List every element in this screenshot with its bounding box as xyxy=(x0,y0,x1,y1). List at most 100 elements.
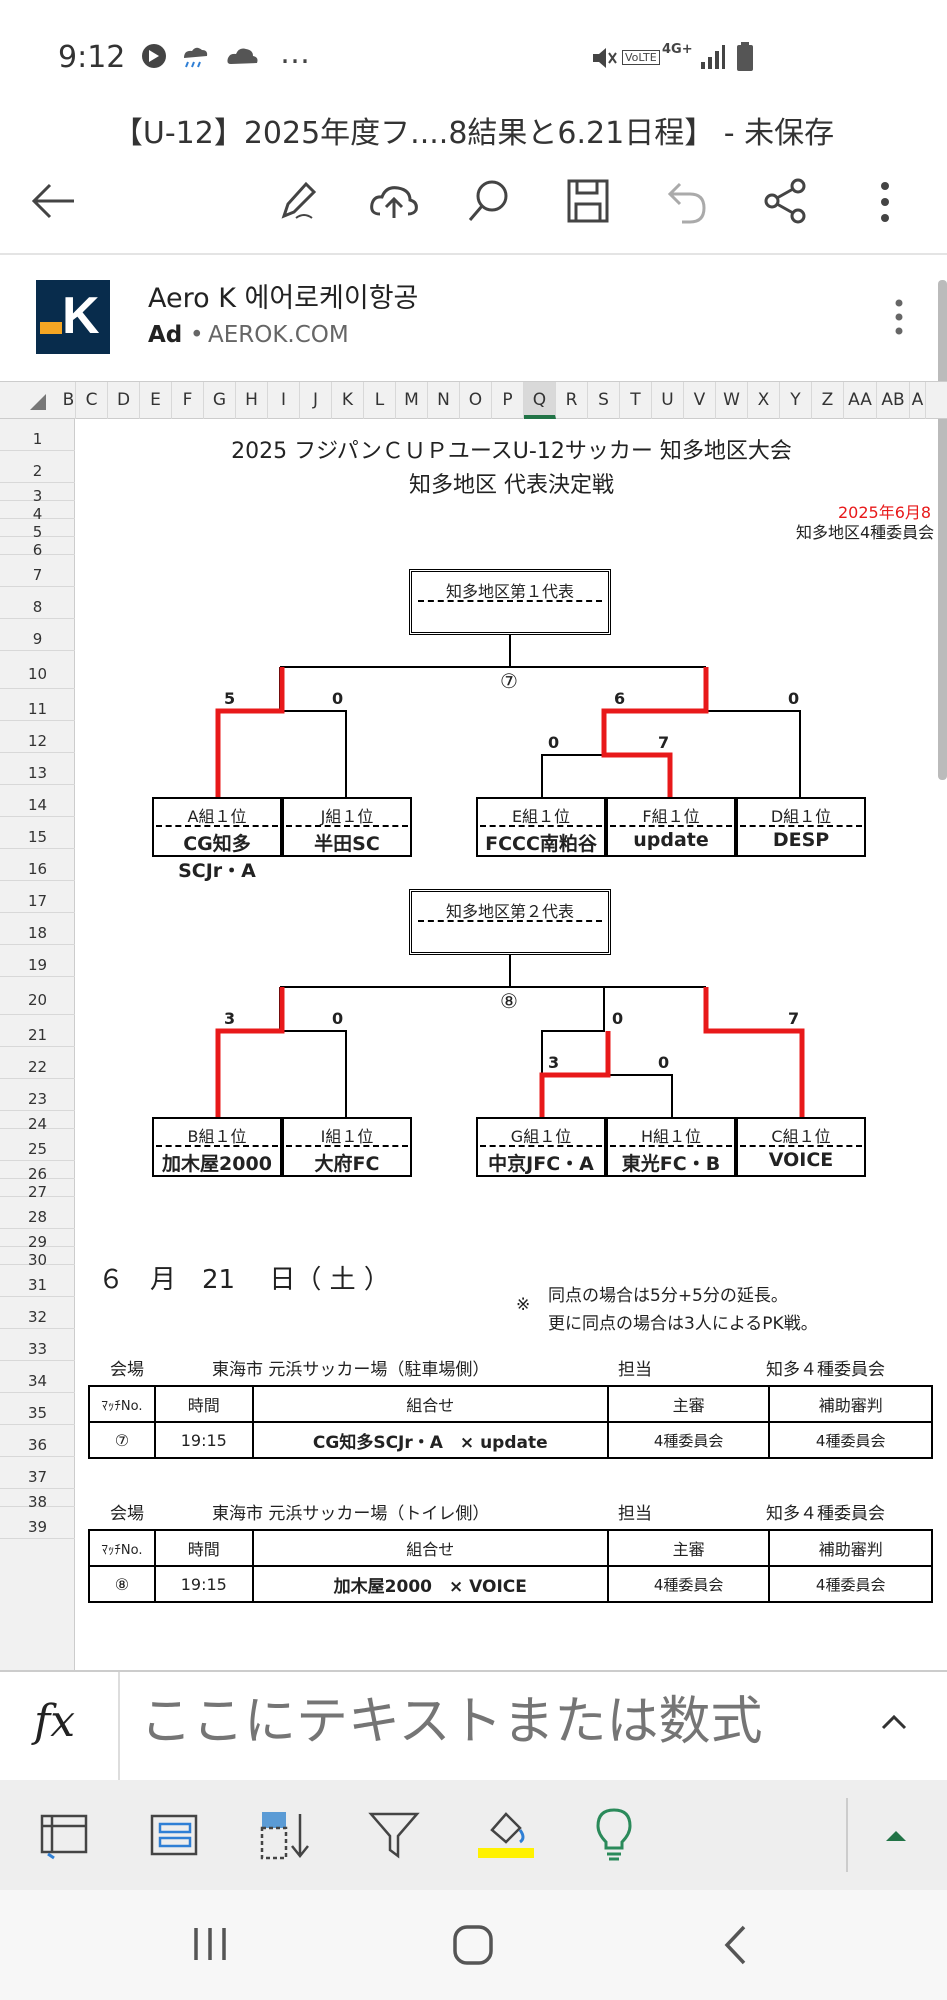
column-header[interactable]: L xyxy=(364,382,396,419)
row-header[interactable]: 24 xyxy=(0,1111,75,1133)
schedule-cell[interactable]: 19:15 xyxy=(153,1565,254,1603)
recent-apps-icon[interactable] xyxy=(190,1926,230,1966)
spreadsheet-grid[interactable]: 2025 フジパンＣＵＰユースU-12サッカー 知多地区大会 知多地区 代表決定… xyxy=(76,419,947,1670)
column-header[interactable]: M xyxy=(396,382,428,419)
column-header[interactable]: E xyxy=(140,382,172,419)
row-header[interactable]: 21 xyxy=(0,1015,75,1047)
more-options-icon[interactable] xyxy=(878,180,892,228)
column-header[interactable]: A xyxy=(910,382,926,419)
row-header[interactable]: 17 xyxy=(0,881,75,913)
row-header[interactable]: 10 xyxy=(0,651,75,689)
back-nav-icon[interactable] xyxy=(722,1924,748,1970)
row-header[interactable]: 39 xyxy=(0,1507,75,1539)
row-header[interactable]: 22 xyxy=(0,1047,75,1079)
expand-ribbon-icon[interactable] xyxy=(884,1828,908,1847)
ad-banner[interactable]: K Aero K 에어로케이항공 Ad • AEROK.COM xyxy=(0,262,947,780)
column-header[interactable]: Q xyxy=(524,382,556,419)
column-header[interactable]: J xyxy=(300,382,332,419)
schedule-cell[interactable]: 主審 xyxy=(606,1385,771,1423)
row-header[interactable]: 27 xyxy=(0,1179,75,1201)
column-header[interactable]: R xyxy=(556,382,588,419)
freeze-panes-icon[interactable] xyxy=(38,1810,90,1864)
row-header[interactable]: 35 xyxy=(0,1393,75,1425)
row-header[interactable]: 26 xyxy=(0,1161,75,1183)
column-header[interactable]: AA xyxy=(844,382,877,419)
schedule-cell[interactable]: 時間 xyxy=(153,1529,254,1567)
save-icon[interactable] xyxy=(566,178,610,228)
row-header[interactable]: 25 xyxy=(0,1129,75,1161)
select-all-corner-icon[interactable] xyxy=(30,394,46,414)
share-icon[interactable] xyxy=(762,178,808,228)
schedule-cell[interactable]: ﾏｯﾁNo. xyxy=(88,1529,156,1567)
undo-icon[interactable] xyxy=(666,180,710,228)
column-header[interactable]: H xyxy=(236,382,268,419)
row-header[interactable]: 28 xyxy=(0,1197,75,1229)
back-arrow-icon[interactable] xyxy=(28,180,78,226)
row-header[interactable]: 23 xyxy=(0,1079,75,1111)
cloud-upload-icon[interactable] xyxy=(368,180,420,226)
schedule-cell[interactable]: 4種委員会 xyxy=(606,1421,771,1459)
row-header[interactable]: 7 xyxy=(0,555,75,587)
vertical-scrollbar[interactable] xyxy=(938,280,947,780)
schedule-cell[interactable]: 組合せ xyxy=(251,1529,609,1567)
schedule-cell[interactable]: 4種委員会 xyxy=(606,1565,771,1603)
search-icon[interactable] xyxy=(466,178,512,228)
column-header[interactable]: G xyxy=(204,382,236,419)
row-header[interactable]: 2 xyxy=(0,451,75,483)
schedule-cell[interactable]: 加木屋2000 × VOICE xyxy=(251,1565,609,1603)
row-header[interactable]: 31 xyxy=(0,1265,75,1297)
ad-more-icon[interactable] xyxy=(892,298,906,342)
column-header[interactable]: Y xyxy=(780,382,812,419)
row-header[interactable]: 29 xyxy=(0,1229,75,1251)
row-header[interactable]: 15 xyxy=(0,817,75,849)
column-header[interactable]: AB xyxy=(877,382,910,419)
schedule-cell[interactable]: 補助審判 xyxy=(768,1529,933,1567)
schedule-cell[interactable]: 主審 xyxy=(606,1529,771,1567)
schedule-cell[interactable]: 補助審判 xyxy=(768,1385,933,1423)
schedule-cell[interactable]: ⑧ xyxy=(88,1565,156,1603)
wrap-table-icon[interactable] xyxy=(148,1810,200,1864)
row-header[interactable]: 13 xyxy=(0,753,75,785)
row-header[interactable]: 37 xyxy=(0,1457,75,1489)
schedule-cell[interactable]: ﾏｯﾁNo. xyxy=(88,1385,156,1423)
schedule-cell[interactable]: 4種委員会 xyxy=(768,1565,933,1603)
row-header[interactable]: 16 xyxy=(0,849,75,881)
row-header[interactable]: 19 xyxy=(0,945,75,977)
schedule-cell[interactable]: 19:15 xyxy=(153,1421,254,1459)
column-header[interactable]: C xyxy=(76,382,108,419)
column-header[interactable]: P xyxy=(492,382,524,419)
expand-chevron-icon[interactable] xyxy=(880,1712,908,1736)
formula-input[interactable] xyxy=(140,1686,840,1758)
column-header[interactable]: Z xyxy=(812,382,844,419)
column-header[interactable]: D xyxy=(108,382,140,419)
schedule-cell[interactable]: ⑦ xyxy=(88,1421,156,1459)
fx-button[interactable]: fx xyxy=(0,1672,120,1782)
row-header[interactable]: 38 xyxy=(0,1489,75,1511)
row-header[interactable]: 9 xyxy=(0,619,75,651)
row-header[interactable]: 33 xyxy=(0,1329,75,1361)
schedule-cell[interactable]: CG知多SCJr・A × update xyxy=(251,1421,609,1459)
column-header[interactable]: N xyxy=(428,382,460,419)
row-header[interactable]: 11 xyxy=(0,689,75,721)
column-header[interactable]: X xyxy=(748,382,780,419)
lightbulb-icon[interactable] xyxy=(592,1806,636,1866)
column-header[interactable]: I xyxy=(268,382,300,419)
row-header[interactable]: 5 xyxy=(0,519,75,541)
row-header[interactable]: 8 xyxy=(0,587,75,619)
row-header[interactable]: 6 xyxy=(0,537,75,559)
sort-icon[interactable] xyxy=(258,1808,310,1866)
column-header[interactable]: V xyxy=(684,382,716,419)
row-header[interactable]: 20 xyxy=(0,977,75,1015)
home-icon[interactable] xyxy=(452,1924,494,1970)
column-header[interactable]: B xyxy=(62,382,76,419)
schedule-cell[interactable]: 組合せ xyxy=(251,1385,609,1423)
row-header[interactable]: 36 xyxy=(0,1425,75,1457)
column-header[interactable]: K xyxy=(332,382,364,419)
column-header[interactable]: F xyxy=(172,382,204,419)
column-header[interactable]: S xyxy=(588,382,620,419)
row-header[interactable]: 14 xyxy=(0,785,75,817)
row-header[interactable]: 18 xyxy=(0,913,75,945)
column-header[interactable]: T xyxy=(620,382,652,419)
column-header[interactable]: W xyxy=(716,382,748,419)
row-header[interactable]: 34 xyxy=(0,1361,75,1393)
